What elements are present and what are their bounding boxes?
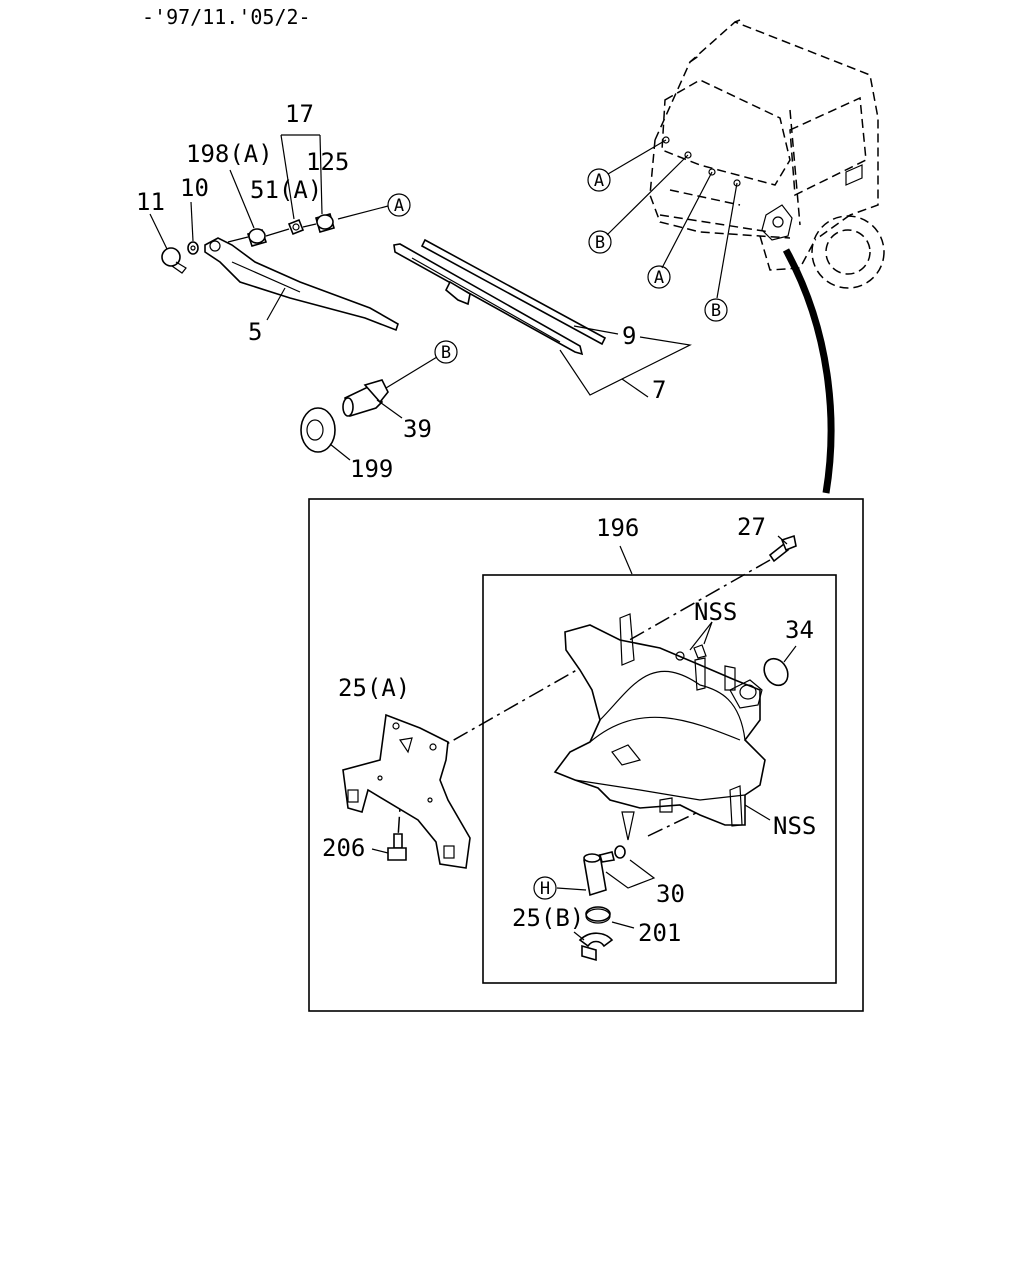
label-9: 9: [622, 322, 636, 350]
label-27: 27: [737, 513, 766, 541]
pump-30: [583, 845, 626, 897]
grommet-201: [585, 906, 611, 924]
label-30: 30: [656, 880, 685, 908]
bolt206-centerline: [397, 729, 406, 839]
label-17: 17: [285, 100, 314, 128]
vehicle-ref-a1: A: [587, 168, 611, 192]
label-nss-right: NSS: [773, 812, 816, 840]
vehicle-ref-b2: B: [704, 298, 728, 322]
pump-leaders: [556, 859, 656, 891]
arm-ref-a: A: [387, 193, 411, 217]
svg-text:B: B: [595, 233, 605, 253]
label-206: 206: [322, 834, 365, 862]
clamp-25b: [578, 932, 614, 962]
svg-text:B: B: [711, 301, 721, 321]
motor-group: [300, 379, 389, 453]
svg-text:A: A: [394, 196, 404, 216]
label-198a: 198(A): [186, 140, 273, 168]
vehicle-ref-a2: A: [647, 265, 671, 289]
leader-196: [619, 545, 633, 575]
hose-ref-h: H: [533, 876, 557, 900]
label-196: 196: [596, 514, 639, 542]
callout-labels: 17 198(A) 125 51(A) 11 10 5 9 7 39 199 1…: [136, 100, 816, 947]
svg-text:A: A: [594, 171, 604, 191]
date-range-header: -'97/11.'05/2-: [142, 5, 311, 29]
label-39: 39: [403, 415, 432, 443]
leader-206: [371, 848, 389, 854]
label-5: 5: [248, 318, 262, 346]
blade-leaders: [559, 325, 692, 398]
label-25b: 25(B): [512, 904, 584, 932]
washer-reservoir-196: [553, 613, 766, 841]
motor-leaders: [329, 356, 438, 461]
label-201: 201: [638, 919, 681, 947]
label-25a: 25(A): [338, 674, 410, 702]
wiper-arm-group: [161, 205, 399, 332]
label-nss-top: NSS: [694, 598, 737, 626]
label-11: 11: [136, 188, 165, 216]
reservoir-inner-frame: [482, 574, 837, 984]
svg-text:H: H: [540, 879, 550, 899]
nss-leaders: [689, 621, 771, 821]
arm-leaders: [149, 134, 323, 321]
bolt-27: [768, 534, 797, 563]
motor-ref-b: B: [434, 340, 458, 364]
gasket-34: [763, 657, 789, 687]
detail-outer-frame: [308, 498, 864, 1012]
bolt-206: [387, 833, 407, 861]
label-199: 199: [350, 455, 393, 483]
svg-text:B: B: [441, 343, 451, 363]
vehicle-ref-b1: B: [588, 230, 612, 254]
wiper-blade: [393, 238, 607, 356]
label-125: 125: [306, 148, 349, 176]
leader-25b: [573, 931, 585, 941]
vehicle-rear-view: [649, 19, 885, 289]
bracket-25a: [342, 713, 471, 869]
label-51a: 51(A): [250, 176, 322, 204]
label-34: 34: [785, 616, 814, 644]
nss-centerline: [647, 791, 741, 837]
vehicle-leaders: [606, 139, 835, 494]
label-7: 7: [652, 376, 666, 404]
leader-201: [611, 921, 635, 929]
leader-34: [783, 645, 797, 663]
svg-text:A: A: [654, 268, 664, 288]
label-10: 10: [180, 174, 209, 202]
